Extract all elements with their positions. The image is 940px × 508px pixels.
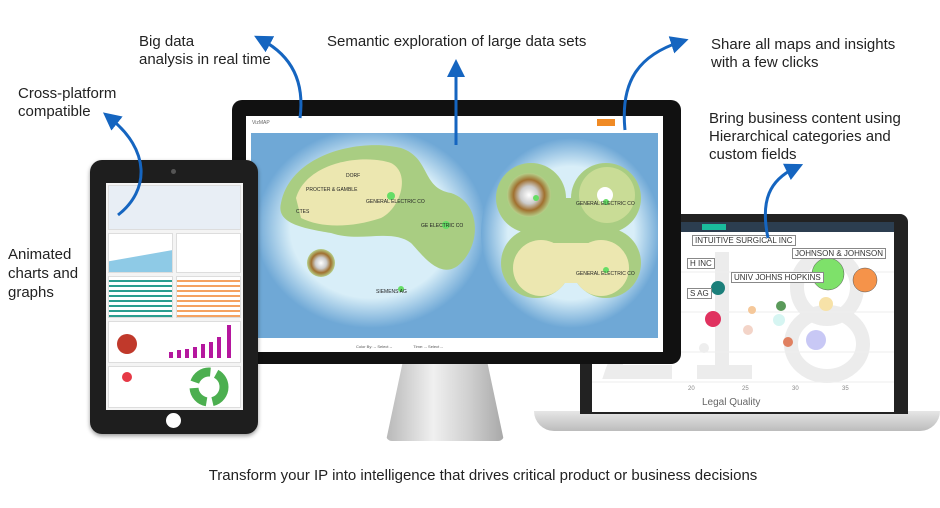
world-map-panel xyxy=(108,185,241,230)
bubble xyxy=(783,337,793,347)
color-by-label: Color By: xyxy=(356,344,373,349)
app-title: VizMAP xyxy=(252,120,270,126)
caption-bottom: Transform your IP into intelligence that… xyxy=(208,467,758,484)
color-by-select[interactable]: -- Select -- xyxy=(373,344,393,349)
map-label: CTES xyxy=(296,209,310,215)
bubble xyxy=(705,311,721,327)
tablet-screen xyxy=(106,183,243,410)
donut-chart-panel xyxy=(108,366,241,408)
caption-cross-platform: Cross-platform compatible xyxy=(18,85,117,120)
bubble xyxy=(819,297,833,311)
x-tick: 35 xyxy=(842,386,849,392)
bubble-label: UNIV JOHNS HOPKINS xyxy=(731,272,824,283)
laptop-toolbar xyxy=(592,222,894,232)
bubble-label: S AG xyxy=(687,288,712,299)
home-button[interactable] xyxy=(166,413,181,428)
bubble-label: H INC xyxy=(687,258,715,269)
time-label: Time: xyxy=(413,344,424,349)
map-footer: Color By: -- Select -- Time: -- Select -… xyxy=(246,340,663,352)
line-chart-panel xyxy=(176,233,241,273)
column-chart-panel xyxy=(108,321,241,363)
time-select[interactable]: -- Select -- xyxy=(424,344,443,349)
x-tick: 20 xyxy=(688,386,695,392)
bubble xyxy=(773,314,785,326)
bubble xyxy=(776,301,786,311)
area-chart-panel xyxy=(108,233,173,273)
map-label: SIEMENS AG xyxy=(376,289,407,295)
bubble xyxy=(711,281,725,295)
bubble xyxy=(806,330,826,350)
caption-semantic: Semantic exploration of large data sets xyxy=(327,33,587,50)
monitor-stand xyxy=(386,363,504,441)
map-label: GE ELECTRIC CO xyxy=(421,223,463,229)
laptop-base xyxy=(534,411,940,431)
caption-big-data: Big data analysis in real time xyxy=(139,33,271,68)
orange-action-button[interactable] xyxy=(597,119,615,126)
bubble xyxy=(852,267,878,293)
map-label: GENERAL ELECTRIC CO xyxy=(576,271,635,277)
tablet-device xyxy=(90,160,258,434)
active-tab[interactable] xyxy=(702,224,726,230)
x-tick: 25 xyxy=(742,386,749,392)
map-label: GENERAL ELECTRIC CO xyxy=(576,201,635,207)
bubble xyxy=(699,343,709,353)
map-label: DORF xyxy=(346,173,360,179)
bar-chart-panel-2 xyxy=(176,276,241,318)
caption-animated: Animated charts and graphs xyxy=(8,246,79,301)
map-label: PROCTER & GAMBLE xyxy=(306,187,358,193)
tablet-camera xyxy=(171,169,176,174)
caption-share: Share all maps and insights with a few c… xyxy=(711,36,896,71)
x-axis-label: Legal Quality xyxy=(702,397,761,408)
bubble xyxy=(743,325,753,335)
monitor-device: VizMAP PROCTER & GAMBLE GENERA xyxy=(232,100,681,364)
bubble-label: INTUITIVE SURGICAL INC xyxy=(692,235,796,246)
app-header: VizMAP xyxy=(246,116,663,131)
map-label: GENERAL ELECTRIC CO xyxy=(366,199,425,205)
x-tick: 30 xyxy=(792,386,799,392)
bubble xyxy=(748,306,756,314)
semantic-map[interactable]: PROCTER & GAMBLE GENERAL ELECTRIC CO CTE… xyxy=(251,128,661,338)
bubble-label: JOHNSON & JOHNSON xyxy=(792,248,887,259)
caption-business: Bring business content using Hierarchica… xyxy=(709,110,901,163)
monitor-screen: VizMAP PROCTER & GAMBLE GENERA xyxy=(246,116,663,352)
bar-chart-panel xyxy=(108,276,173,318)
